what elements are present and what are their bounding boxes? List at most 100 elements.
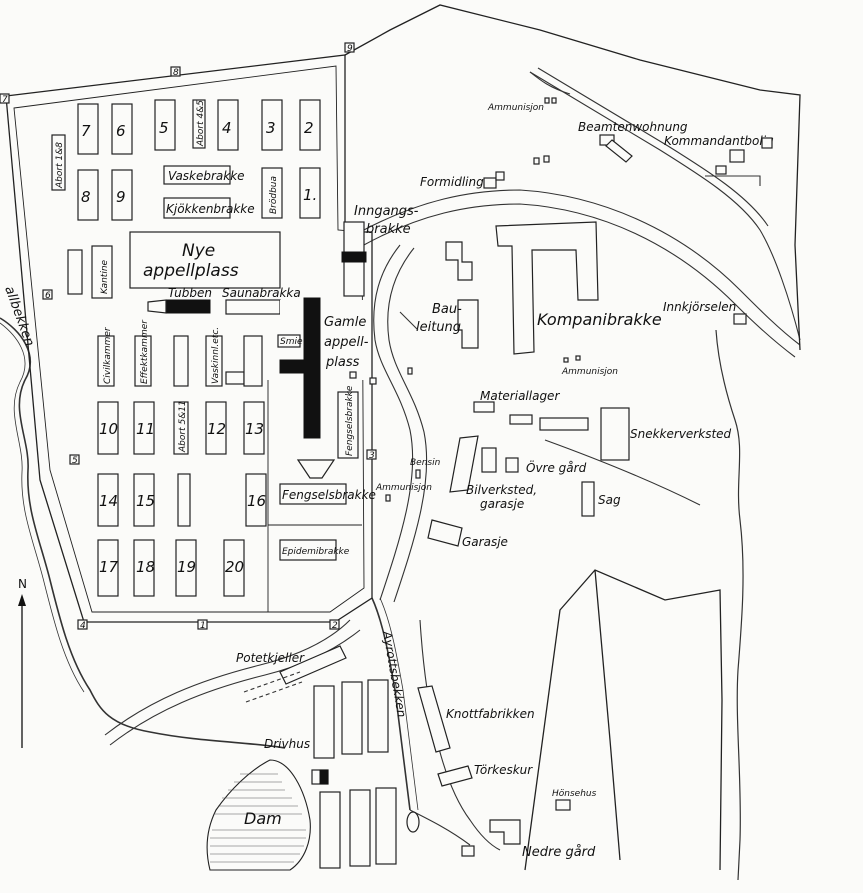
road-lower-west [104,619,351,736]
barrack-12 [205,401,227,455]
civil-chamber [97,335,115,387]
fence-marker: 9 [347,44,353,54]
bauleitung-label-1: Bau- [432,302,462,317]
barrack-5 [154,99,176,151]
entrance-label-2: brakke [366,222,411,237]
button-factory [417,685,451,753]
garage-shop-label-2: garasje [480,497,524,511]
barrack-number: 14 [99,492,118,510]
smithy-label: Smie [280,337,303,347]
barrack-13 [243,401,265,455]
barrack-16 [245,473,267,527]
barrack-number: 10 [99,420,118,438]
new-square-line1: Nye [182,241,215,261]
barrack-6 [111,103,133,155]
small-post [349,371,357,379]
west-stream-label: allbekken [1,284,37,348]
dam-pond [206,759,311,871]
barrack-4 [217,99,239,151]
cellar-paths [243,671,303,703]
epidemic-label: Epidemibrakke [282,547,350,557]
ammo-shed [575,355,581,361]
latrine-2-label: Abort 4&5 [196,100,206,147]
west-stream-inner [0,322,85,693]
kitchen-label: Kjökkenbrakke [166,202,255,216]
barrack-number: 18 [136,558,155,576]
punishment-block-2 [279,359,321,374]
barrack-10 [97,401,119,455]
lower-farm-shed [461,845,475,857]
bread-shed [261,167,283,219]
fence-marker: 3 [369,451,375,461]
road-north-east-2 [537,67,769,227]
greenhouse-1 [313,685,335,759]
fence-marker: 7 [2,95,8,105]
west-stream [0,317,286,749]
kitchen [163,197,231,219]
company-barrack [495,221,599,355]
potato-cellar-label: Potetkjeller [236,651,305,665]
upper-farm-house [505,457,519,473]
prison-barrack-1-label: Fengselsbrakke [345,385,355,456]
barrack-number: 15 [136,492,155,510]
latrine-1 [51,134,66,191]
company-label: Kompanibrakke [537,310,662,329]
prison-fan [296,459,336,479]
materials-store [473,401,495,413]
road-south-curve-2 [387,247,428,603]
sawmill [581,481,595,517]
road-main-curve-2 [361,203,796,358]
road-main-curve [359,189,801,346]
barrack-number: 5 [159,119,169,137]
laundry-label: Vaskinnl.etc. [211,327,221,384]
dam-hatching [210,773,306,863]
upper-farm-label: Övre gård [526,459,587,475]
barracks-row-1: 7 6 5 4 3 2 Abort 4&5 [77,99,321,155]
barrack-17 [97,539,119,597]
sauna [225,299,281,315]
guard-post [543,155,550,163]
barrack-14 [97,473,119,527]
lower-farm-label: Nedre gård [522,845,596,860]
officials-annex [605,139,633,163]
barrack-20 [223,539,245,597]
road-lower-farm-2 [409,809,471,846]
sawmill-label: Sag [598,493,621,507]
carpentry-workshop [600,407,630,461]
outer-fence-north [344,4,801,351]
garage [427,519,463,547]
new-square-line2: appellplass [143,261,239,281]
prison-barrack-1 [337,391,359,459]
fuel-tank [415,469,421,479]
commandant-drive [705,175,761,186]
canteen [91,245,113,299]
civil-chamber-label: Civilkammer [103,326,113,384]
barrack-3 [261,99,283,151]
bauleitung-path [399,311,419,331]
barrack-number: 11 [136,420,155,438]
small-post [369,377,377,385]
south-stream [371,597,411,811]
greenhouse-3 [367,679,389,753]
barrack-number: 16 [247,492,266,510]
entrance-label-1: Inngangs- [354,204,419,219]
greenhouse-5 [349,789,371,867]
barrack-number: 17 [99,558,119,576]
bauleitung-label-2: leitung [416,320,461,335]
epidemic-barrack [279,539,337,561]
field-fence-east [524,569,723,871]
barrack-number: 12 [207,420,226,438]
materials-label: Materiallager [480,389,560,403]
drying-shed [437,765,473,787]
materials-shed [509,414,533,425]
latrine-2 [192,99,206,149]
fuel-label: Bensin [410,458,441,468]
barracks-row-2: Abort 1&8 8 9 Vaskebrakke Kjökkenbrakke … [51,134,321,221]
annex [225,371,245,385]
barrack-number: 2 [304,119,314,137]
ammo-north-label: Ammunisjon [487,103,544,113]
latrine-3 [173,401,189,455]
henhouse-label: Hönsehus [552,789,597,799]
barrack-7 [77,103,99,155]
